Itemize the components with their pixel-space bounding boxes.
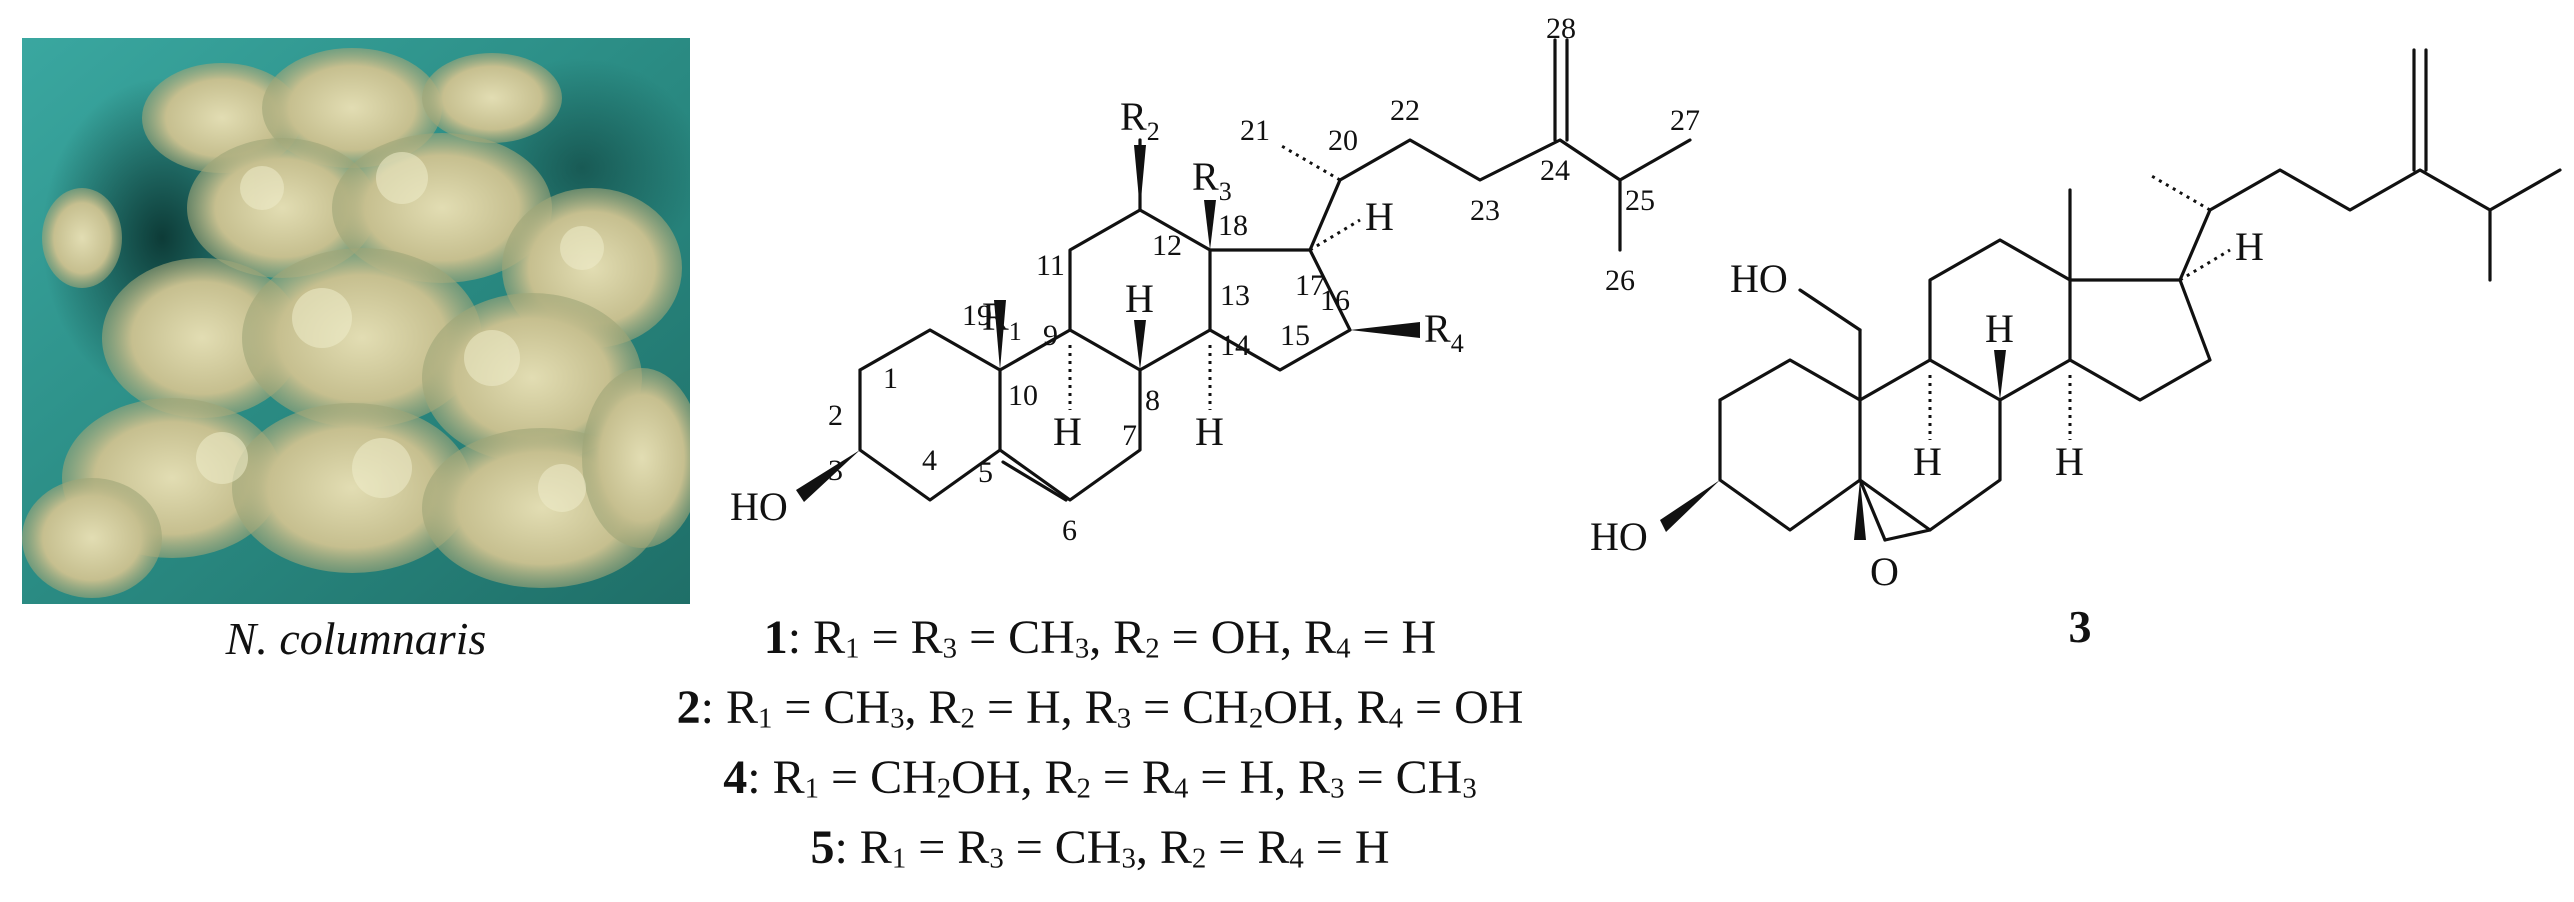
atom-11: 11	[1036, 249, 1065, 282]
atom-10: 10	[1008, 379, 1038, 412]
formula-compound-2: 2: R1 = CH3, R2 = H, R3 = CH2OH, R4 = OH	[676, 681, 1524, 735]
atom-19: 19	[962, 299, 992, 332]
atom-17: 17	[1295, 269, 1325, 302]
atom-6: 6	[1062, 514, 1077, 547]
atom-8: 8	[1145, 384, 1160, 417]
photo-caption: N. columnaris	[225, 613, 487, 664]
h-9: H	[1053, 409, 1082, 454]
atom-20: 20	[1328, 124, 1358, 157]
formula-compound-1: 1: R1 = R3 = CH3, R2 = OH, R4 = H	[763, 611, 1437, 665]
atom-13: 13	[1220, 279, 1250, 312]
atom-3: 3	[828, 454, 843, 487]
h-14-cmp3: H	[2055, 439, 2084, 484]
r4-group: R4	[1424, 306, 1464, 358]
atom-5: 5	[978, 456, 993, 489]
r2-group: R2	[1120, 94, 1160, 146]
atom-14: 14	[1220, 329, 1250, 362]
h-8: H	[1125, 276, 1154, 321]
atom-25: 25	[1625, 184, 1655, 217]
atom-21: 21	[1240, 114, 1270, 147]
hydroxy-group-3: HO	[1590, 514, 1648, 559]
atom-12: 12	[1152, 229, 1182, 262]
atom-15: 15	[1280, 319, 1310, 352]
atom-4: 4	[922, 444, 937, 477]
epoxide-oxygen: O	[1870, 549, 1899, 594]
atom-1: 1	[883, 362, 898, 395]
r1-group: R1	[982, 294, 1022, 346]
steroid-structure-1-2-4-5: 1 2 3 4 5 6 7 8 9 10 11 12 13 14 15 16 1…	[730, 12, 1700, 547]
atom-9: 9	[1043, 319, 1058, 352]
atom-28: 28	[1546, 12, 1576, 45]
compound-3-label: 3	[2068, 601, 2092, 652]
steroid-structure-3: HO HO O H H H H	[1590, 48, 2562, 594]
atom-27: 27	[1670, 104, 1700, 137]
h-17-cmp3: H	[2235, 224, 2264, 269]
hydroxymethyl-group: HO	[1730, 256, 1788, 301]
formula-compound-5: 5: R1 = R3 = CH3, R2 = R4 = H	[810, 821, 1390, 875]
atom-26: 26	[1605, 264, 1635, 297]
h-14: H	[1195, 409, 1224, 454]
atom-23: 23	[1470, 194, 1500, 227]
formula-compound-4: 4: R1 = CH2OH, R2 = R4 = H, R3 = CH3	[723, 751, 1477, 805]
r3-group: R3	[1192, 154, 1232, 206]
atom-24: 24	[1540, 154, 1570, 187]
atom-7: 7	[1122, 419, 1137, 452]
atom-18: 18	[1218, 209, 1248, 242]
atom-22: 22	[1390, 94, 1420, 127]
h-8-cmp3: H	[1985, 306, 2014, 351]
coral-photo	[22, 38, 690, 604]
hydroxy-group: HO	[730, 484, 788, 529]
h-9-cmp3: H	[1913, 439, 1942, 484]
atom-2: 2	[828, 399, 843, 432]
h-17: H	[1365, 194, 1394, 239]
atom-16: 16	[1320, 284, 1350, 317]
